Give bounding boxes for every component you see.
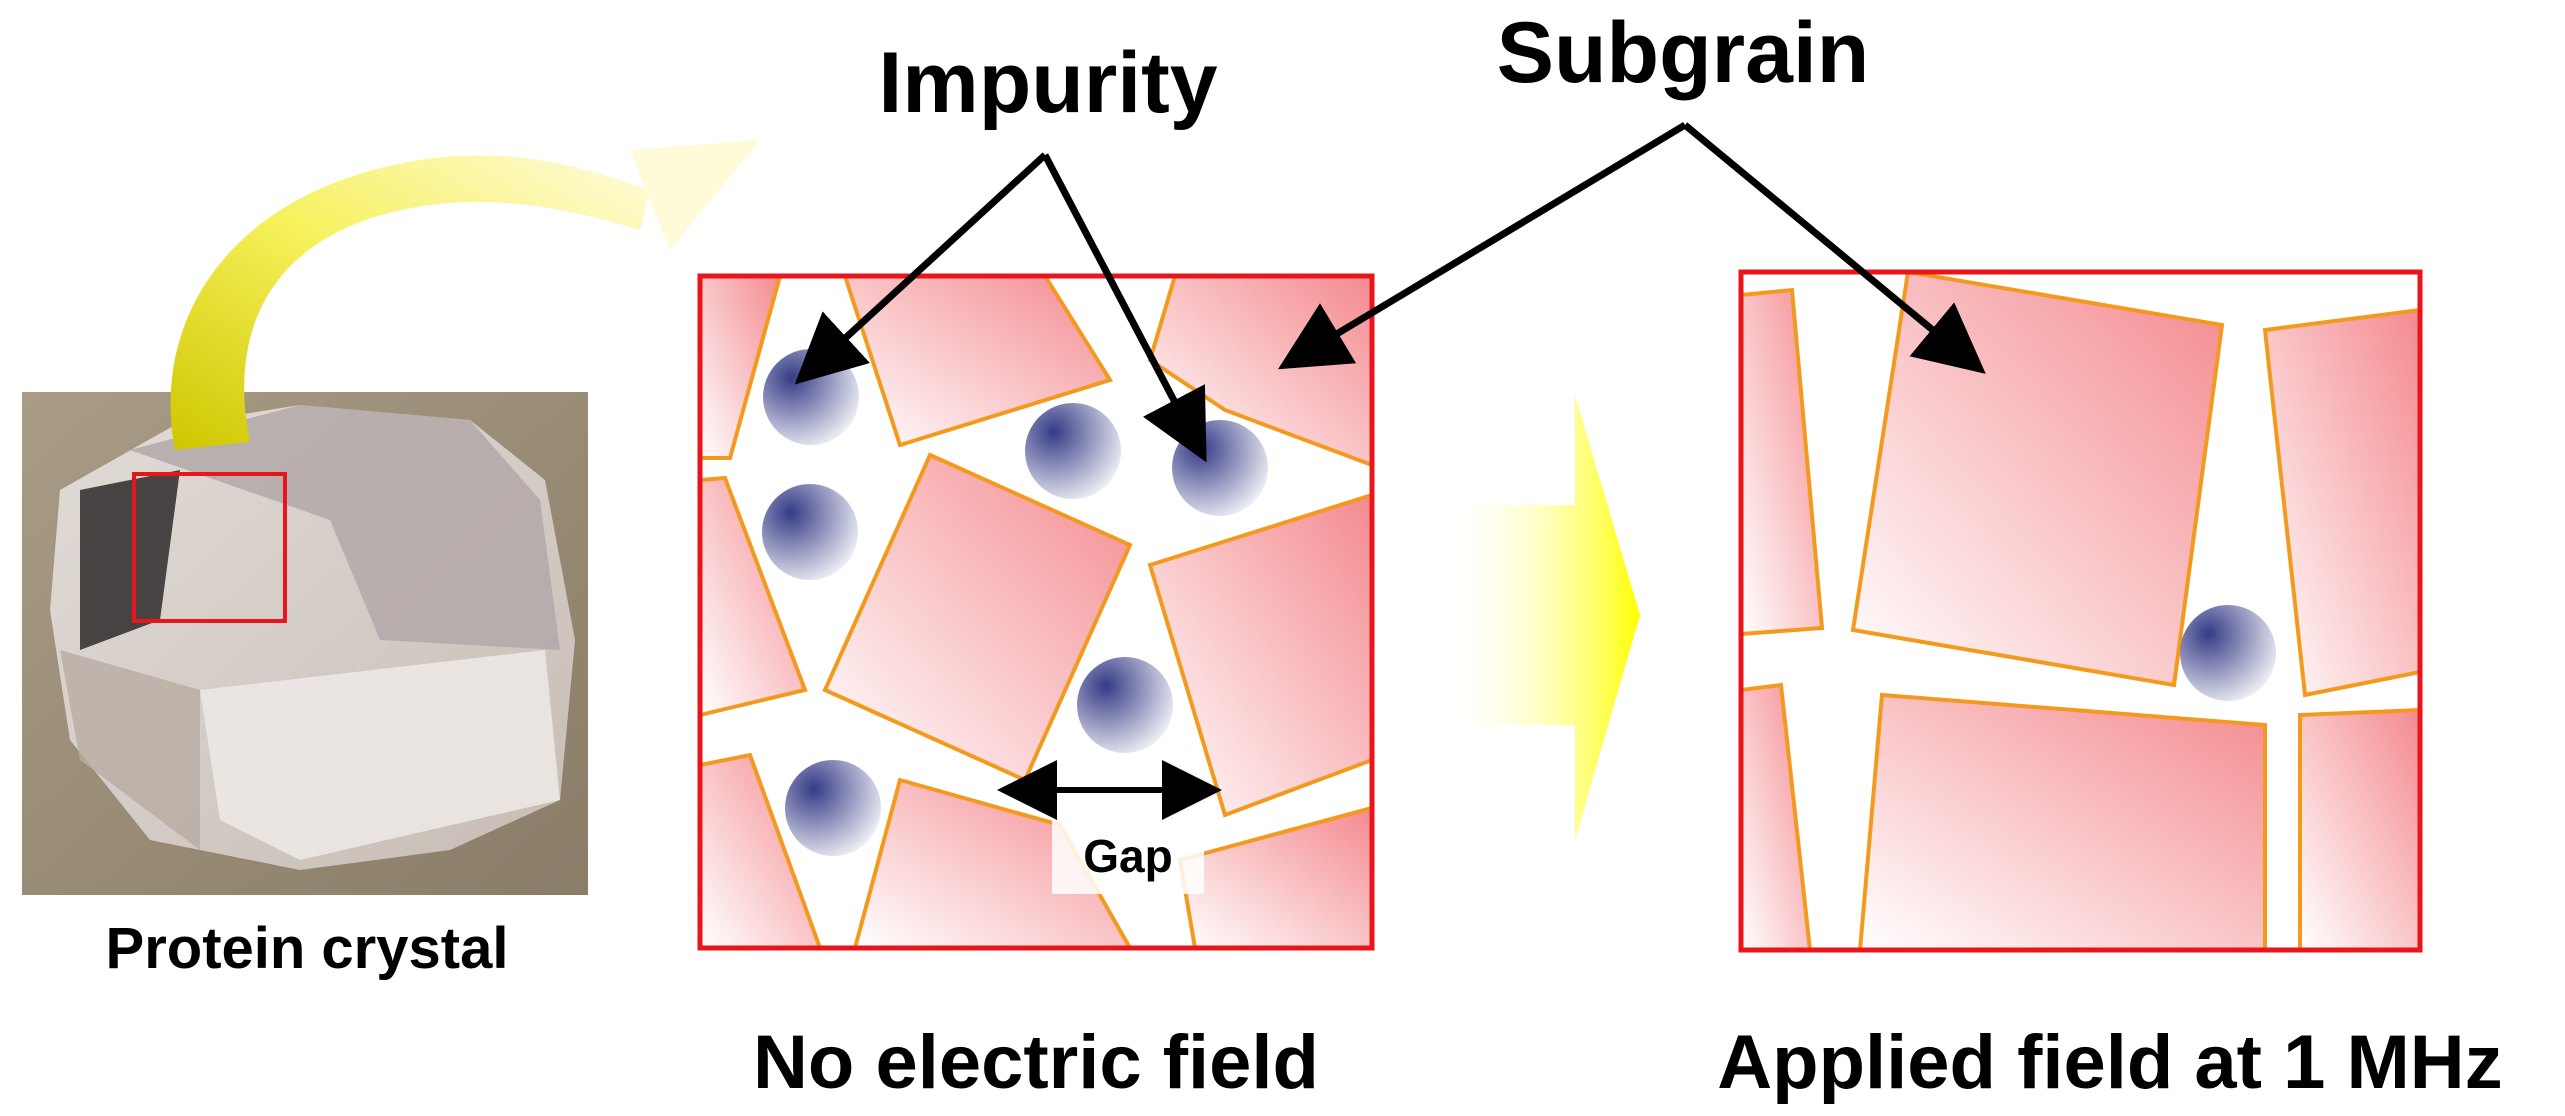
curved-arrow-icon — [170, 140, 760, 450]
subgrain — [1850, 272, 2225, 688]
subgrain — [700, 276, 783, 460]
subgrain — [700, 752, 823, 948]
applied-field-caption: Applied field at 1 MHz — [1717, 1020, 2502, 1105]
subgrain — [2262, 307, 2420, 698]
right-arrow-icon — [1445, 395, 1640, 840]
subgrain-callout-arrows — [1277, 121, 1986, 374]
panel-no-field — [697, 273, 1375, 951]
impurity-particle — [785, 760, 881, 856]
impurity-particle — [762, 484, 858, 580]
subgrain — [842, 276, 1114, 448]
panel-frame — [1738, 269, 2423, 953]
gap-label: Gap — [1083, 830, 1172, 882]
subgrain — [1741, 682, 1813, 950]
subgrain — [822, 452, 1133, 783]
impurity-callout-arrows — [794, 152, 1207, 463]
subgrain — [1741, 287, 1825, 637]
subgrain — [1147, 492, 1372, 818]
impurity-particle — [1025, 403, 1121, 499]
impurity-particle — [1172, 420, 1268, 516]
no-field-caption: No electric field — [753, 1020, 1319, 1105]
impurity-particle — [763, 349, 859, 445]
protein-crystal-label: Protein crystal — [106, 916, 509, 981]
subgrain-label: Subgrain — [1497, 5, 1870, 101]
panel-frame — [697, 273, 1375, 951]
crystal-region-highlight — [132, 472, 287, 623]
subgrain — [1147, 276, 1372, 468]
subgrain — [1857, 692, 2267, 950]
subgrain — [2298, 707, 2420, 950]
impurity-label: Impurity — [878, 35, 1217, 131]
gap-indicator — [997, 760, 1222, 894]
subgrain — [1177, 805, 1372, 948]
protein-crystal-photo — [22, 392, 588, 895]
panel-applied-field — [1738, 269, 2423, 953]
subgrain — [700, 475, 808, 718]
impurity-particle — [1077, 657, 1173, 753]
impurity-particle — [2180, 605, 2276, 701]
